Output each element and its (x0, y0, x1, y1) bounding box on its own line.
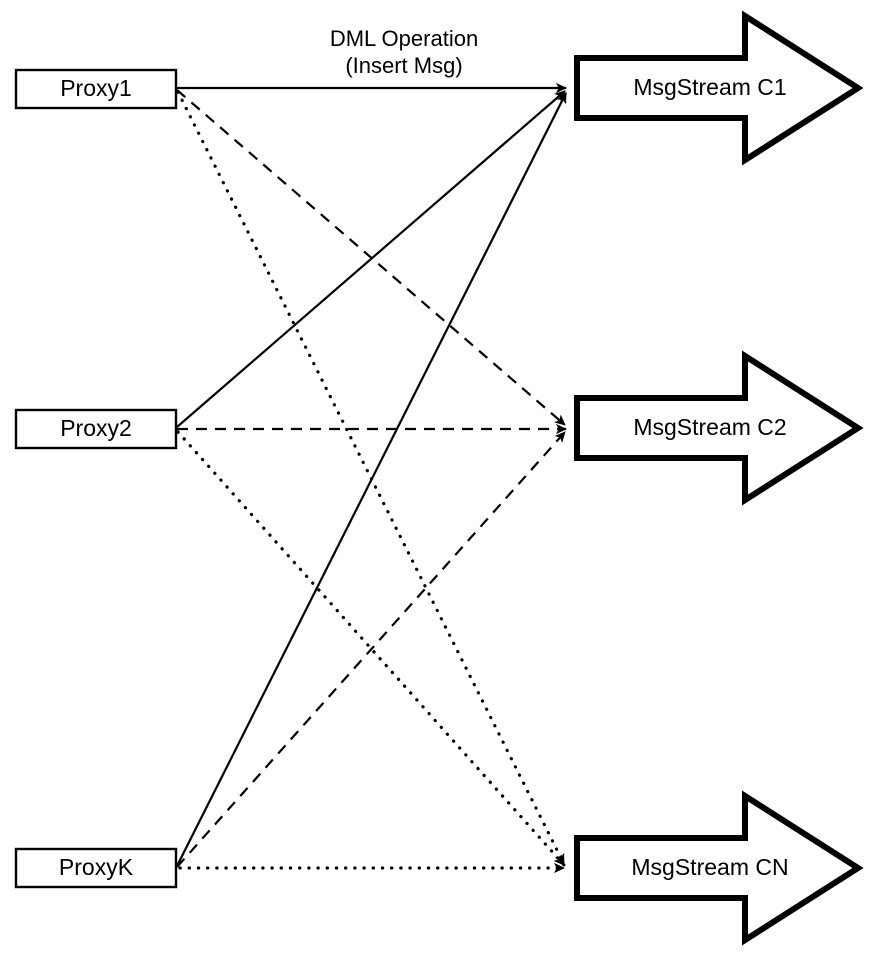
connection-proxyk-to-stream-c2 (176, 431, 566, 868)
proxy-label-proxyk: ProxyK (59, 854, 134, 880)
proxy-box-proxy1[interactable] (14, 68, 178, 110)
proxy-node-proxy2[interactable]: Proxy2 (14, 408, 178, 450)
proxy-node-proxy1[interactable]: Proxy1 (14, 68, 178, 110)
proxy-box-proxy2[interactable] (14, 408, 178, 450)
connections-layer (176, 82, 567, 874)
edge-label-line1: DML Operation (330, 26, 478, 51)
stream-label-cn: MsgStream CN (631, 854, 788, 880)
proxy-label-proxy1: Proxy1 (60, 75, 132, 101)
proxy-box-proxyk[interactable] (14, 847, 178, 889)
stream-arrow-shape-c2[interactable] (574, 350, 864, 506)
proxy-label-proxy2: Proxy2 (60, 415, 132, 441)
stream-label-c1: MsgStream C1 (633, 74, 786, 100)
edge-label-dml-operation: DML Operation (Insert Msg) (330, 26, 478, 78)
connection-proxy2-to-stream-c1 (176, 90, 566, 428)
stream-node-cn[interactable]: MsgStream CN (574, 790, 864, 946)
edge-label-line2: (Insert Msg) (345, 53, 462, 78)
stream-arrow-shape-c1[interactable] (574, 10, 864, 166)
proxy-node-proxyk[interactable]: ProxyK (14, 847, 178, 889)
connection-proxyk-to-stream-c1 (176, 92, 567, 867)
stream-node-c2[interactable]: MsgStream C2 (574, 350, 864, 506)
connection-proxy1-to-stream-cn (176, 90, 566, 866)
stream-node-c1[interactable]: MsgStream C1 (574, 10, 864, 166)
connection-proxy1-to-stream-c2 (176, 89, 566, 426)
stream-arrow-shape-cn[interactable] (574, 790, 864, 946)
stream-label-c2: MsgStream C2 (633, 414, 786, 440)
